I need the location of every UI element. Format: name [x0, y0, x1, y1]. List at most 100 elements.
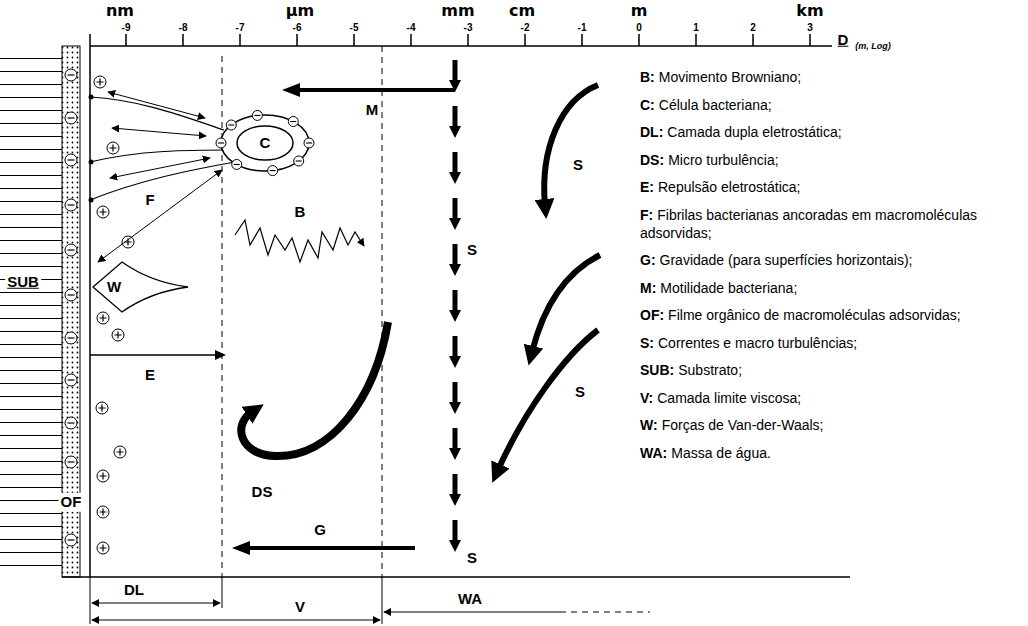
substrate-label: SUB [5, 273, 41, 292]
axis-unit: (m, Log) [855, 42, 891, 52]
symbol-letter: F [145, 192, 154, 209]
scale-number: 3 [807, 22, 813, 33]
scale-number: -8 [179, 22, 188, 33]
unit-label: mm [441, 2, 474, 20]
axis-symbol: D [838, 32, 849, 49]
scale-number: -6 [293, 22, 302, 33]
brownian-path [235, 220, 364, 262]
abbreviation-key: E: [640, 179, 654, 195]
van-der-waals-shape [93, 262, 188, 312]
symbol-letter: DS [252, 484, 273, 501]
abbreviation-row: M:Motilidade bacteriana; [640, 279, 1020, 297]
abbreviation-key: C: [640, 97, 655, 113]
symbol-letter: S [467, 242, 477, 259]
abbreviation-text: Micro turbulência; [668, 152, 779, 168]
abbreviation-row: W:Forças de Van-der-Waals; [640, 416, 1020, 434]
symbol-letter: S [573, 157, 583, 174]
abbreviation-key: WA: [640, 445, 667, 461]
abbreviation-row: WA:Massa de água. [640, 444, 1020, 462]
symbol-letter: G [314, 522, 326, 539]
abbreviation-text: Camada limite viscosa; [657, 390, 801, 406]
abbreviation-row: DL:Camada dupla eletrostática; [640, 123, 1020, 141]
abbreviation-key: S: [640, 335, 654, 351]
fibril-anchors [89, 95, 94, 203]
scale-number: -4 [407, 22, 416, 33]
current-down-arrows [449, 60, 461, 552]
attraction-arrows [98, 92, 222, 262]
macro-turbulence-arrows [498, 85, 600, 470]
repulsion-arrow [90, 354, 215, 356]
abbreviation-key: G: [640, 252, 656, 268]
zone-label: V [295, 599, 305, 616]
scale-number: 0 [636, 22, 642, 33]
motility-arrowhead [282, 83, 300, 97]
substrate-hatch [0, 56, 62, 577]
abbreviation-text: Fibrilas bacterianas ancoradas em macrom… [640, 207, 977, 241]
abbreviation-row: C:Célula bacteriana; [640, 96, 1020, 114]
unit-label: cm [509, 2, 535, 20]
abbreviation-text: Forças de Van-der-Waals; [662, 417, 824, 433]
abbreviation-key: DS: [640, 152, 664, 168]
abbreviation-row: F:Fibrilas bacterianas ancoradas em macr… [640, 206, 1020, 242]
unit-label: nm [106, 2, 134, 20]
negative-charges [65, 69, 77, 546]
abbreviation-row: B:Movimento Browniano; [640, 68, 1020, 86]
abbreviation-key: OF: [640, 307, 664, 323]
scale-number: -7 [236, 22, 245, 33]
zone-label: WA [458, 591, 482, 608]
scale-number: -9 [122, 22, 131, 33]
symbol-letter: B [295, 204, 306, 221]
scale-number: 1 [693, 22, 699, 33]
symbol-letter: S [575, 384, 585, 401]
abbreviation-key: V: [640, 390, 653, 406]
abbreviation-text: Repulsão eletrostática; [658, 179, 800, 195]
scale-number: -2 [521, 22, 530, 33]
abbreviation-row: S:Correntes e macro turbulências; [640, 334, 1020, 352]
abbreviation-key: B: [640, 69, 655, 85]
cell-label: C [260, 135, 271, 152]
scale-number: -5 [350, 22, 359, 33]
repulsion-arrowhead [215, 350, 226, 360]
unit-label: μm [286, 2, 314, 20]
abbreviation-row: G:Gravidade (para superfícies horizontai… [640, 251, 1020, 269]
symbol-letter: W [107, 279, 121, 296]
boundary-dashed [222, 46, 382, 577]
abbreviation-key: SUB: [640, 362, 674, 378]
abbreviation-text: Motilidade bacteriana; [660, 280, 797, 296]
bacterial-cell: C [210, 105, 320, 181]
abbreviation-text: Massa de água. [671, 445, 771, 461]
symbol-letter: S [467, 550, 477, 567]
scale-number: -3 [464, 22, 473, 33]
log-scale-axis [90, 34, 832, 46]
film-label: OF [59, 493, 84, 512]
gravity-arrow [250, 546, 415, 550]
abbreviation-key: M: [640, 280, 656, 296]
symbol-letter: M [366, 102, 379, 119]
abbreviation-key: W: [640, 417, 658, 433]
unit-label: m [631, 2, 648, 20]
positive-charges [94, 76, 134, 554]
abbreviation-row: SUB:Substrato; [640, 361, 1020, 379]
symbol-letter: E [145, 367, 155, 384]
abbreviation-key: F: [640, 207, 653, 223]
motility-arrow [300, 88, 455, 92]
abbreviation-text: Filme orgânico de macromoléculas adsorvi… [668, 307, 961, 323]
abbreviation-text: Gravidade (para superfícies horizontais)… [660, 252, 913, 268]
abbreviation-key: DL: [640, 124, 663, 140]
abbreviation-list: B:Movimento Browniano;C:Célula bacterian… [640, 68, 1020, 471]
abbreviation-row: V:Camada limite viscosa; [640, 389, 1020, 407]
scale-number: -1 [578, 22, 587, 33]
abbreviation-text: Substrato; [678, 362, 742, 378]
abbreviation-row: E:Repulsão eletrostática; [640, 178, 1020, 196]
abbreviation-row: OF:Filme orgânico de macromoléculas adso… [640, 306, 1020, 324]
micro-turbulence-arrow [241, 322, 388, 456]
abbreviation-text: Camada dupla eletrostática; [667, 124, 841, 140]
dimension-lines [90, 577, 650, 624]
unit-label: km [796, 2, 823, 20]
abbreviation-text: Movimento Browniano; [659, 69, 801, 85]
scale-number: 2 [750, 22, 756, 33]
fibrils [90, 97, 235, 200]
abbreviation-text: Correntes e macro turbulências; [658, 335, 857, 351]
abbreviation-text: Célula bacteriana; [659, 97, 772, 113]
gravity-arrowhead [232, 541, 250, 555]
